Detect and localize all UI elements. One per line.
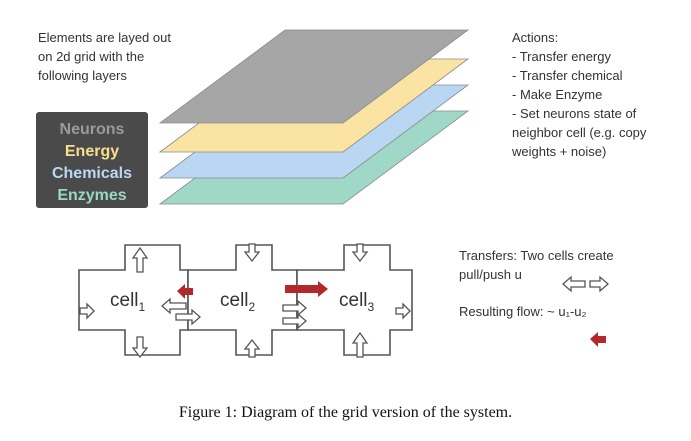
up-arrow-icon	[351, 331, 369, 358]
cell-grid: cell1 cell2 cell3	[78, 243, 413, 359]
figure-caption: Figure 1: Diagram of the grid version of…	[178, 404, 513, 421]
intro-text: Elements are layed out on 2d grid with t…	[38, 30, 171, 83]
cell-1-outline	[78, 244, 189, 356]
flow-right-arrow-icon	[285, 281, 328, 297]
right-arrow-icon	[79, 302, 95, 320]
legend-neurons: Neurons	[60, 121, 125, 138]
right-arrow-icon	[282, 299, 307, 317]
right-arrow-icon	[395, 302, 411, 320]
action-item: - Make Enzyme	[512, 87, 602, 102]
action-item: - Transfer chemical	[512, 68, 623, 83]
up-arrow-icon	[131, 246, 149, 273]
action-item: - Transfer energy	[512, 49, 611, 64]
transfers-line: pull/push u	[459, 267, 522, 282]
cell-3-outline	[296, 244, 413, 356]
legend-energy: Energy	[65, 143, 119, 160]
left-arrow-icon	[562, 275, 586, 293]
left-arrow-icon	[161, 297, 187, 315]
action-item: weights + noise)	[511, 144, 606, 159]
down-arrow-icon	[243, 243, 261, 263]
up-arrow-icon	[243, 338, 261, 358]
legend-chemicals: Chemicals	[52, 165, 132, 182]
legend-enzymes: Enzymes	[57, 187, 126, 204]
flow-left-arrow-icon	[177, 284, 193, 299]
right-arrow-icon	[282, 312, 307, 330]
intro-line: on 2d grid with the	[38, 49, 144, 64]
cell-2-outline	[187, 244, 298, 356]
actions-text: Actions: - Transfer energy - Transfer ch…	[511, 30, 647, 159]
cell-1-label: cell1	[110, 290, 146, 314]
flow-label: Resulting flow: ~ u₁-u₂	[459, 304, 587, 319]
legend-background	[36, 112, 148, 208]
cell-2-label: cell2	[220, 290, 256, 314]
intro-line: following layers	[38, 68, 127, 83]
action-item: - Set neurons state of	[512, 106, 637, 121]
intro-line: Elements are layed out	[38, 30, 171, 45]
layer-legend: Neurons Energy Chemicals Enzymes	[36, 112, 148, 208]
flow-left-arrow-icon	[590, 332, 606, 347]
transfers-text: Transfers: Two cells create pull/push u …	[459, 248, 614, 347]
down-arrow-icon	[351, 243, 369, 263]
right-arrow-icon	[589, 275, 609, 293]
layer-neurons	[158, 29, 470, 124]
cell-3-label: cell3	[339, 290, 375, 314]
transfers-line: Transfers: Two cells create	[459, 248, 614, 263]
action-item: neighbor cell (e.g. copy	[512, 125, 647, 140]
right-arrow-icon	[175, 308, 201, 326]
layer-stack	[158, 29, 470, 205]
down-arrow-icon	[131, 336, 149, 359]
actions-title: Actions:	[512, 30, 558, 45]
